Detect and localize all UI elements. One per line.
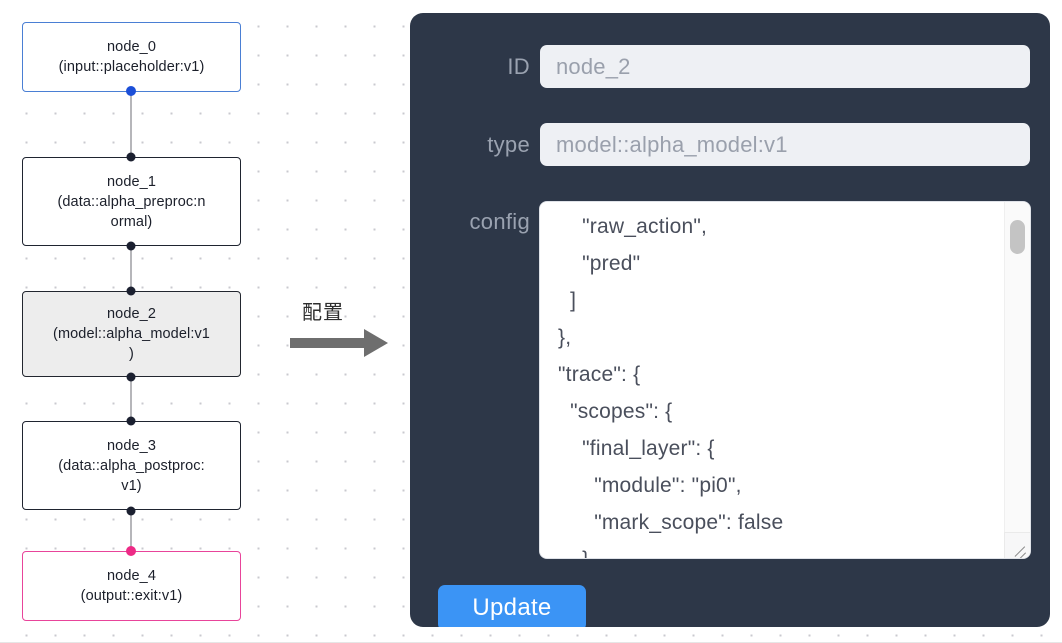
type-field-row: type	[410, 123, 1050, 166]
id-field-row: ID	[410, 45, 1050, 88]
graph-node-node_4-text: node_4(output::exit:v1)	[31, 566, 232, 606]
config-resize-handle[interactable]	[1004, 532, 1030, 558]
graph-node-node_2[interactable]: node_2(model::alpha_model:v1 )	[22, 291, 241, 377]
graph-node-node_3[interactable]: node_3(data::alpha_postproc: v1)	[22, 421, 241, 510]
type-field-label: type	[487, 132, 530, 157]
port-node_2-out[interactable]	[126, 372, 136, 382]
right-arrow-icon	[290, 329, 388, 357]
config-textarea[interactable]	[540, 202, 1030, 558]
config-scrollbar-thumb[interactable]	[1010, 220, 1025, 254]
edge-node1-node2	[130, 245, 132, 291]
id-field-label: ID	[507, 54, 530, 79]
config-field-label: config	[469, 209, 530, 234]
port-node_3-out[interactable]	[126, 506, 136, 516]
graph-node-node_3-id: node_3	[107, 437, 156, 454]
config-annotation: 配置	[288, 296, 398, 360]
port-node_4-in[interactable]	[126, 546, 136, 556]
port-node_0-out[interactable]	[126, 86, 136, 96]
graph-node-node_1-text: node_1(data::alpha_preproc:n ormal)	[31, 172, 232, 232]
config-textarea-wrapper	[540, 202, 1030, 558]
graph-node-node_0[interactable]: node_0(input::placeholder:v1)	[22, 22, 241, 92]
update-button[interactable]: Update	[438, 585, 586, 627]
edge-node0-node1	[130, 90, 132, 158]
port-node_3-in[interactable]	[126, 416, 136, 426]
graph-node-node_0-text: node_0(input::placeholder:v1)	[31, 37, 232, 77]
graph-node-node_1[interactable]: node_1(data::alpha_preproc:n ormal)	[22, 157, 241, 246]
node-inspector-panel: ID type config Update	[410, 13, 1050, 627]
graph-node-node_1-id: node_1	[107, 173, 156, 190]
graph-node-node_0-id: node_0	[107, 39, 156, 55]
graph-node-node_3-text: node_3(data::alpha_postproc: v1)	[31, 436, 232, 496]
config-annotation-label: 配置	[302, 302, 344, 324]
edge-node2-node3	[130, 376, 132, 420]
graph-node-node_3-type: (data::alpha_postproc: v1)	[58, 457, 205, 494]
graph-node-node_4[interactable]: node_4(output::exit:v1)	[22, 551, 241, 621]
graph-node-node_2-id: node_2	[107, 306, 156, 322]
port-node_1-out[interactable]	[126, 241, 136, 251]
graph-node-node_4-id: node_4	[107, 568, 156, 584]
graph-node-node_4-type: (output::exit:v1)	[80, 588, 183, 604]
graph-node-node_0-type: (input::placeholder:v1)	[58, 59, 205, 75]
port-node_2-in[interactable]	[126, 286, 136, 296]
graph-node-node_2-text: node_2(model::alpha_model:v1 )	[31, 304, 232, 364]
graph-node-node_2-type: (model::alpha_model:v1 )	[53, 326, 210, 362]
config-field-row: config	[410, 202, 1050, 558]
id-input[interactable]	[540, 45, 1030, 88]
port-node_1-in[interactable]	[126, 152, 136, 162]
graph-node-node_1-type: (data::alpha_preproc:n ormal)	[57, 193, 206, 230]
edge-node3-node4	[130, 511, 132, 551]
type-input[interactable]	[540, 123, 1030, 166]
config-scrollbar[interactable]	[1004, 202, 1030, 558]
